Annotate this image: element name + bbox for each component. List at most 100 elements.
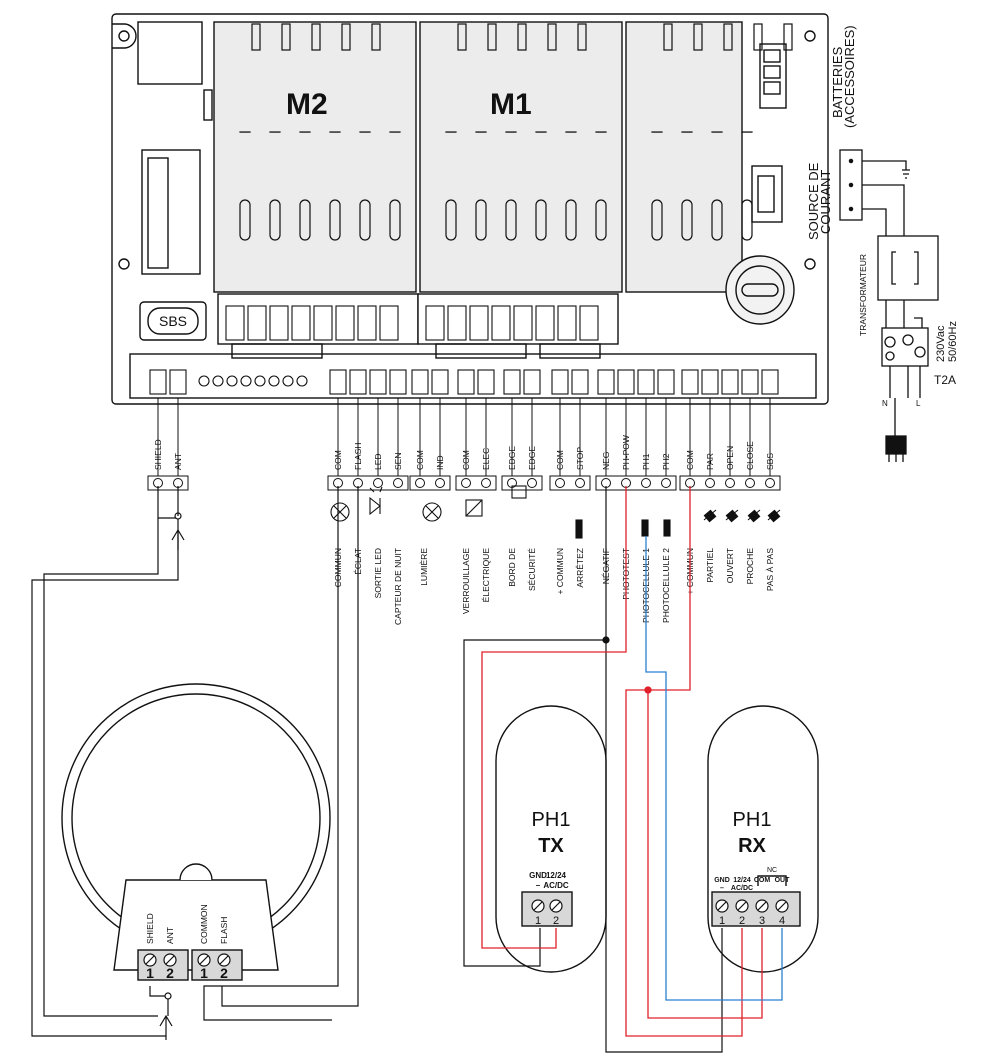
module-vents [239,23,793,241]
vent-top [371,23,381,51]
rx-title: PH1 [733,809,772,831]
flashing-lamp [61,683,331,981]
screw [745,478,755,488]
vent-top [311,23,321,51]
terminal-desc: PHOTOCELLULE 2 [661,548,671,623]
power-source-label: SOURCE DE COURANT [806,162,833,240]
screw [527,478,537,488]
vent-top [457,23,467,51]
strip-terminal-cell [431,369,449,395]
strip-terminal-cell [457,369,475,395]
terminal-screw-blocks [147,398,781,491]
strip-terminal-cell [477,369,495,395]
flash-terminal-label: SHIELD [145,913,155,944]
screw [373,478,383,488]
rx-nc-label: NC [767,867,777,874]
screw [461,478,471,488]
strip-terminal-cell [657,369,675,395]
motor-terminal-cell [469,305,489,341]
svg-text:(ACCESSOIRES): (ACCESSOIRES) [842,25,857,128]
strip-terminal-cell [169,369,187,395]
svg-text:230Vac: 230Vac [935,325,947,362]
motor-terminal-cell [447,305,467,341]
vent-top [577,23,587,51]
vent-slot [535,199,547,241]
vent-slot [565,199,577,241]
jumper-pin [282,375,294,387]
flash-terminal-number: 2 [166,965,174,981]
screw-slot [145,955,155,965]
rx-terminal-label: 12/24 [733,877,751,884]
screw-slot [757,901,767,911]
rx-terminal-label2: AC/DC [731,885,753,892]
strip-terminal-cell [597,369,615,395]
screw-slot [533,901,543,911]
screw-block [595,475,677,491]
flash-terminal-number: 1 [146,965,154,981]
vent-slot [505,199,517,241]
vent-slot [595,199,607,241]
vent-slot [741,199,753,241]
vent-slot [445,199,457,241]
terminal-desc: ARRÊTEZ [575,548,585,588]
strip-terminal-cell [761,369,779,395]
screw-slot [717,901,727,911]
motor-terminals [225,305,599,341]
vent-top [517,23,527,51]
tx-terminal-label2: – [536,881,541,890]
rx-terminal-number: 1 [719,915,725,927]
strip-terminal-cell [389,369,407,395]
screw-slot [551,901,561,911]
vent-slot [269,199,281,241]
terminal-desc: BORD DE [507,548,517,587]
vent-slot [389,199,401,241]
screw [575,478,585,488]
screw [705,478,715,488]
terminal-desc: VERROUILLAGE [461,548,471,614]
tx-terminal-label: 12/24 [546,871,567,880]
screw-slot [777,901,787,911]
black-wires [31,486,723,1053]
flash-terminal-label: ANT [165,927,175,944]
terminal-desc: LUMIÈRE [419,548,429,586]
rx-terminal-number: 3 [759,915,765,927]
tx-terminal-label2: AC/DC [543,881,569,890]
red-wires [481,486,763,1037]
motor-terminal-cell [269,305,289,341]
screw [641,478,651,488]
strip-terminal-cell [701,369,719,395]
vent-top [663,23,673,51]
screw-slot [199,955,209,965]
strip-terminal-cell [411,369,429,395]
screw [661,478,671,488]
vent-slot [239,199,251,241]
strip-terminal-cell [721,369,739,395]
vent-slot [299,199,311,241]
control-board [111,13,829,405]
fuse-rating: T2A [934,373,956,387]
motor-terminal-cell [379,305,399,341]
flash-terminal-number: 2 [220,965,228,981]
strip-terminal-cell [571,369,589,395]
batteries-label: BATTERIES (ACCESSOIRES) [830,25,857,128]
vent-slot [329,199,341,241]
screw [393,478,403,488]
rx-terminal-label2: – [720,885,724,892]
rx-terminal-number: 2 [739,915,745,927]
terminal-desc: ÉLECTRIQUE [481,548,491,603]
strip-terminal-cell [349,369,367,395]
tx-title: PH1 [532,809,571,831]
mains-n-label: N [882,399,888,408]
vent-top [281,23,291,51]
vent-slot [651,199,663,241]
strip-terminal-cell [523,369,541,395]
terminal-symbols [330,485,781,539]
jumper-pin [268,375,280,387]
vent-top [251,23,261,51]
vent-top [693,23,703,51]
rx-terminal-label: OUT [775,877,791,884]
tx-terminal-number: 1 [535,915,541,927]
